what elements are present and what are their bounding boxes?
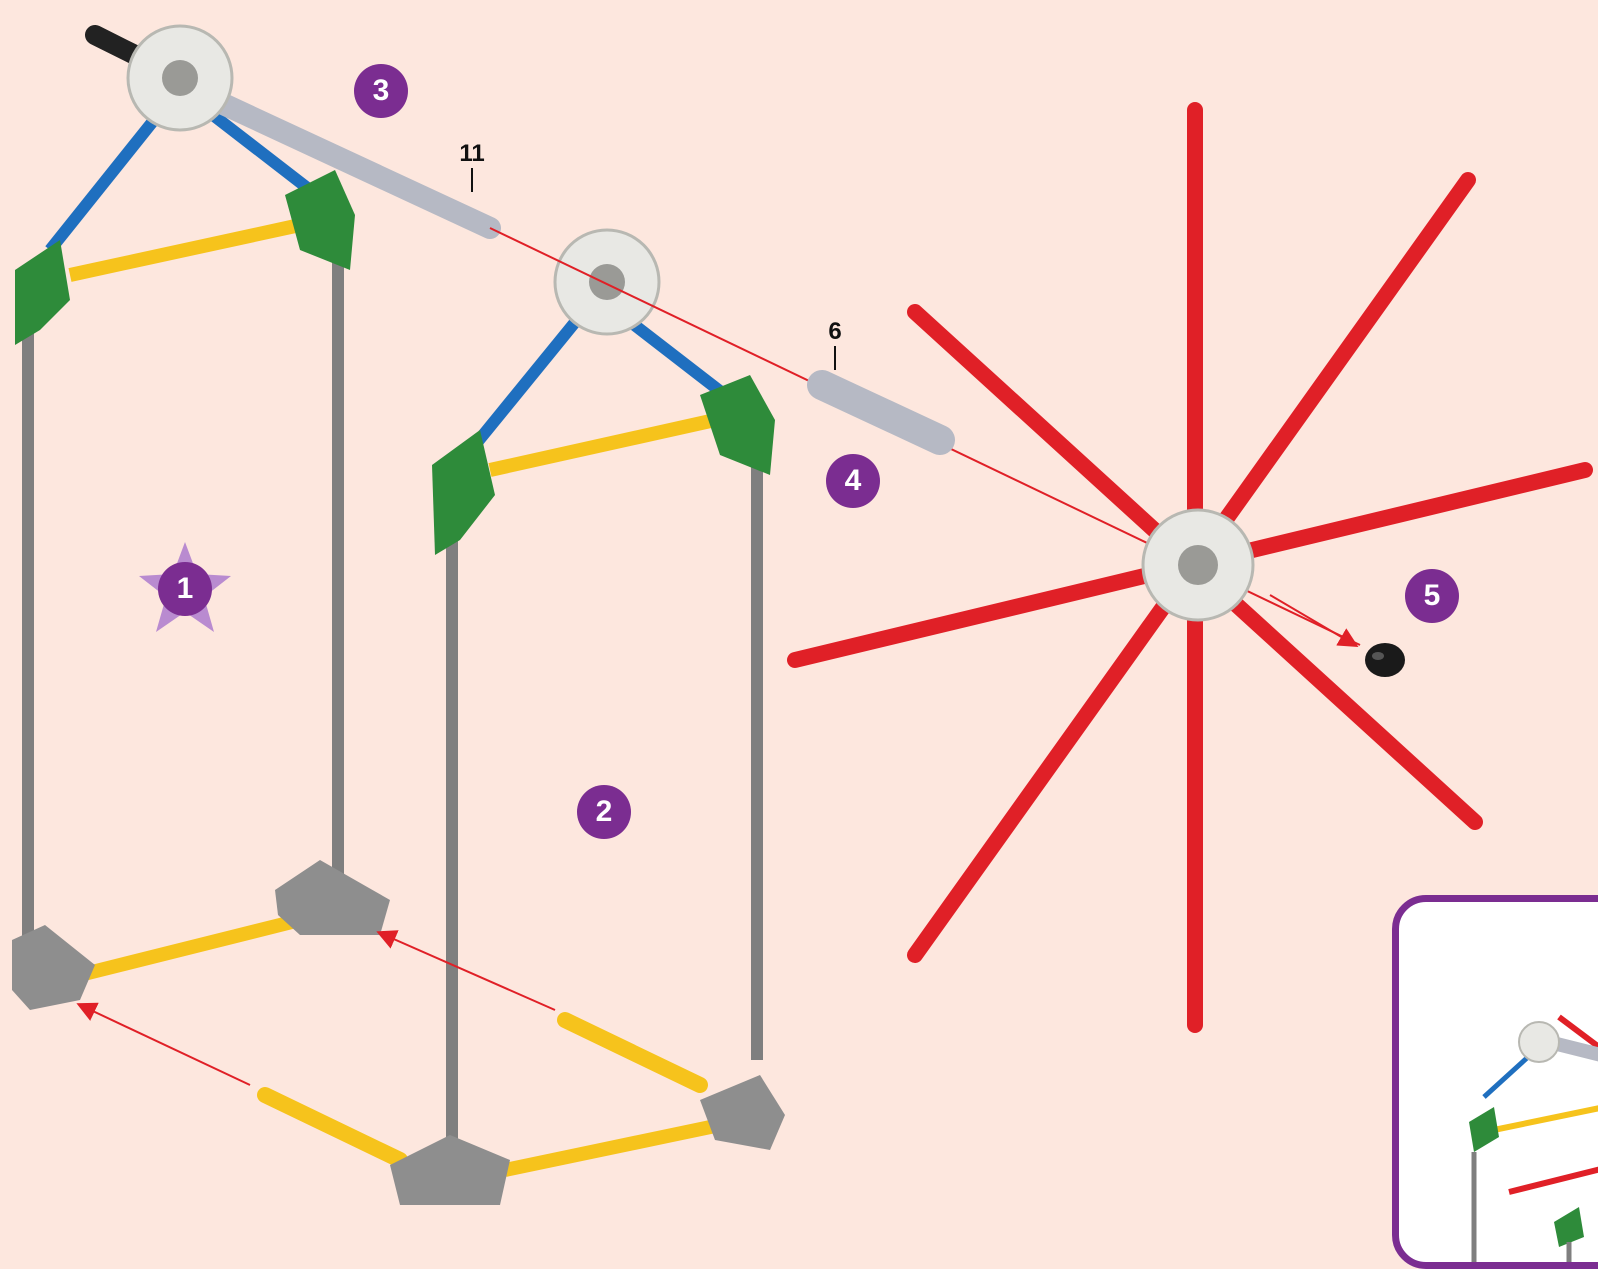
step-2-badge: 2 bbox=[577, 785, 631, 839]
rod-length-tick-11 bbox=[471, 168, 473, 192]
frame-2 bbox=[257, 228, 785, 1205]
inset-preview-panel bbox=[1392, 895, 1598, 1269]
spacer-rod-6 bbox=[807, 370, 955, 455]
step-4-badge: 4 bbox=[826, 454, 880, 508]
assembly-diagram: 1 2 3 4 5 11 6 bbox=[12, 24, 1598, 1269]
step-1-star: 1 bbox=[137, 540, 233, 636]
step-1-badge: 1 bbox=[158, 562, 212, 616]
inset-preview-image bbox=[1469, 1014, 1598, 1262]
end-cap bbox=[1365, 643, 1405, 677]
step-5-badge: 5 bbox=[1405, 569, 1459, 623]
wheel-hub bbox=[1141, 508, 1255, 622]
rod-length-label-11: 11 bbox=[459, 140, 485, 167]
rod-length-label-6: 6 bbox=[828, 318, 842, 345]
frame-1 bbox=[12, 96, 390, 1010]
assembly-illustration bbox=[12, 24, 1593, 1205]
guide-lines bbox=[76, 227, 1361, 1086]
rod-length-tick-6 bbox=[834, 346, 836, 370]
step-3-badge: 3 bbox=[354, 64, 408, 118]
axle-rod-11 bbox=[85, 24, 501, 239]
